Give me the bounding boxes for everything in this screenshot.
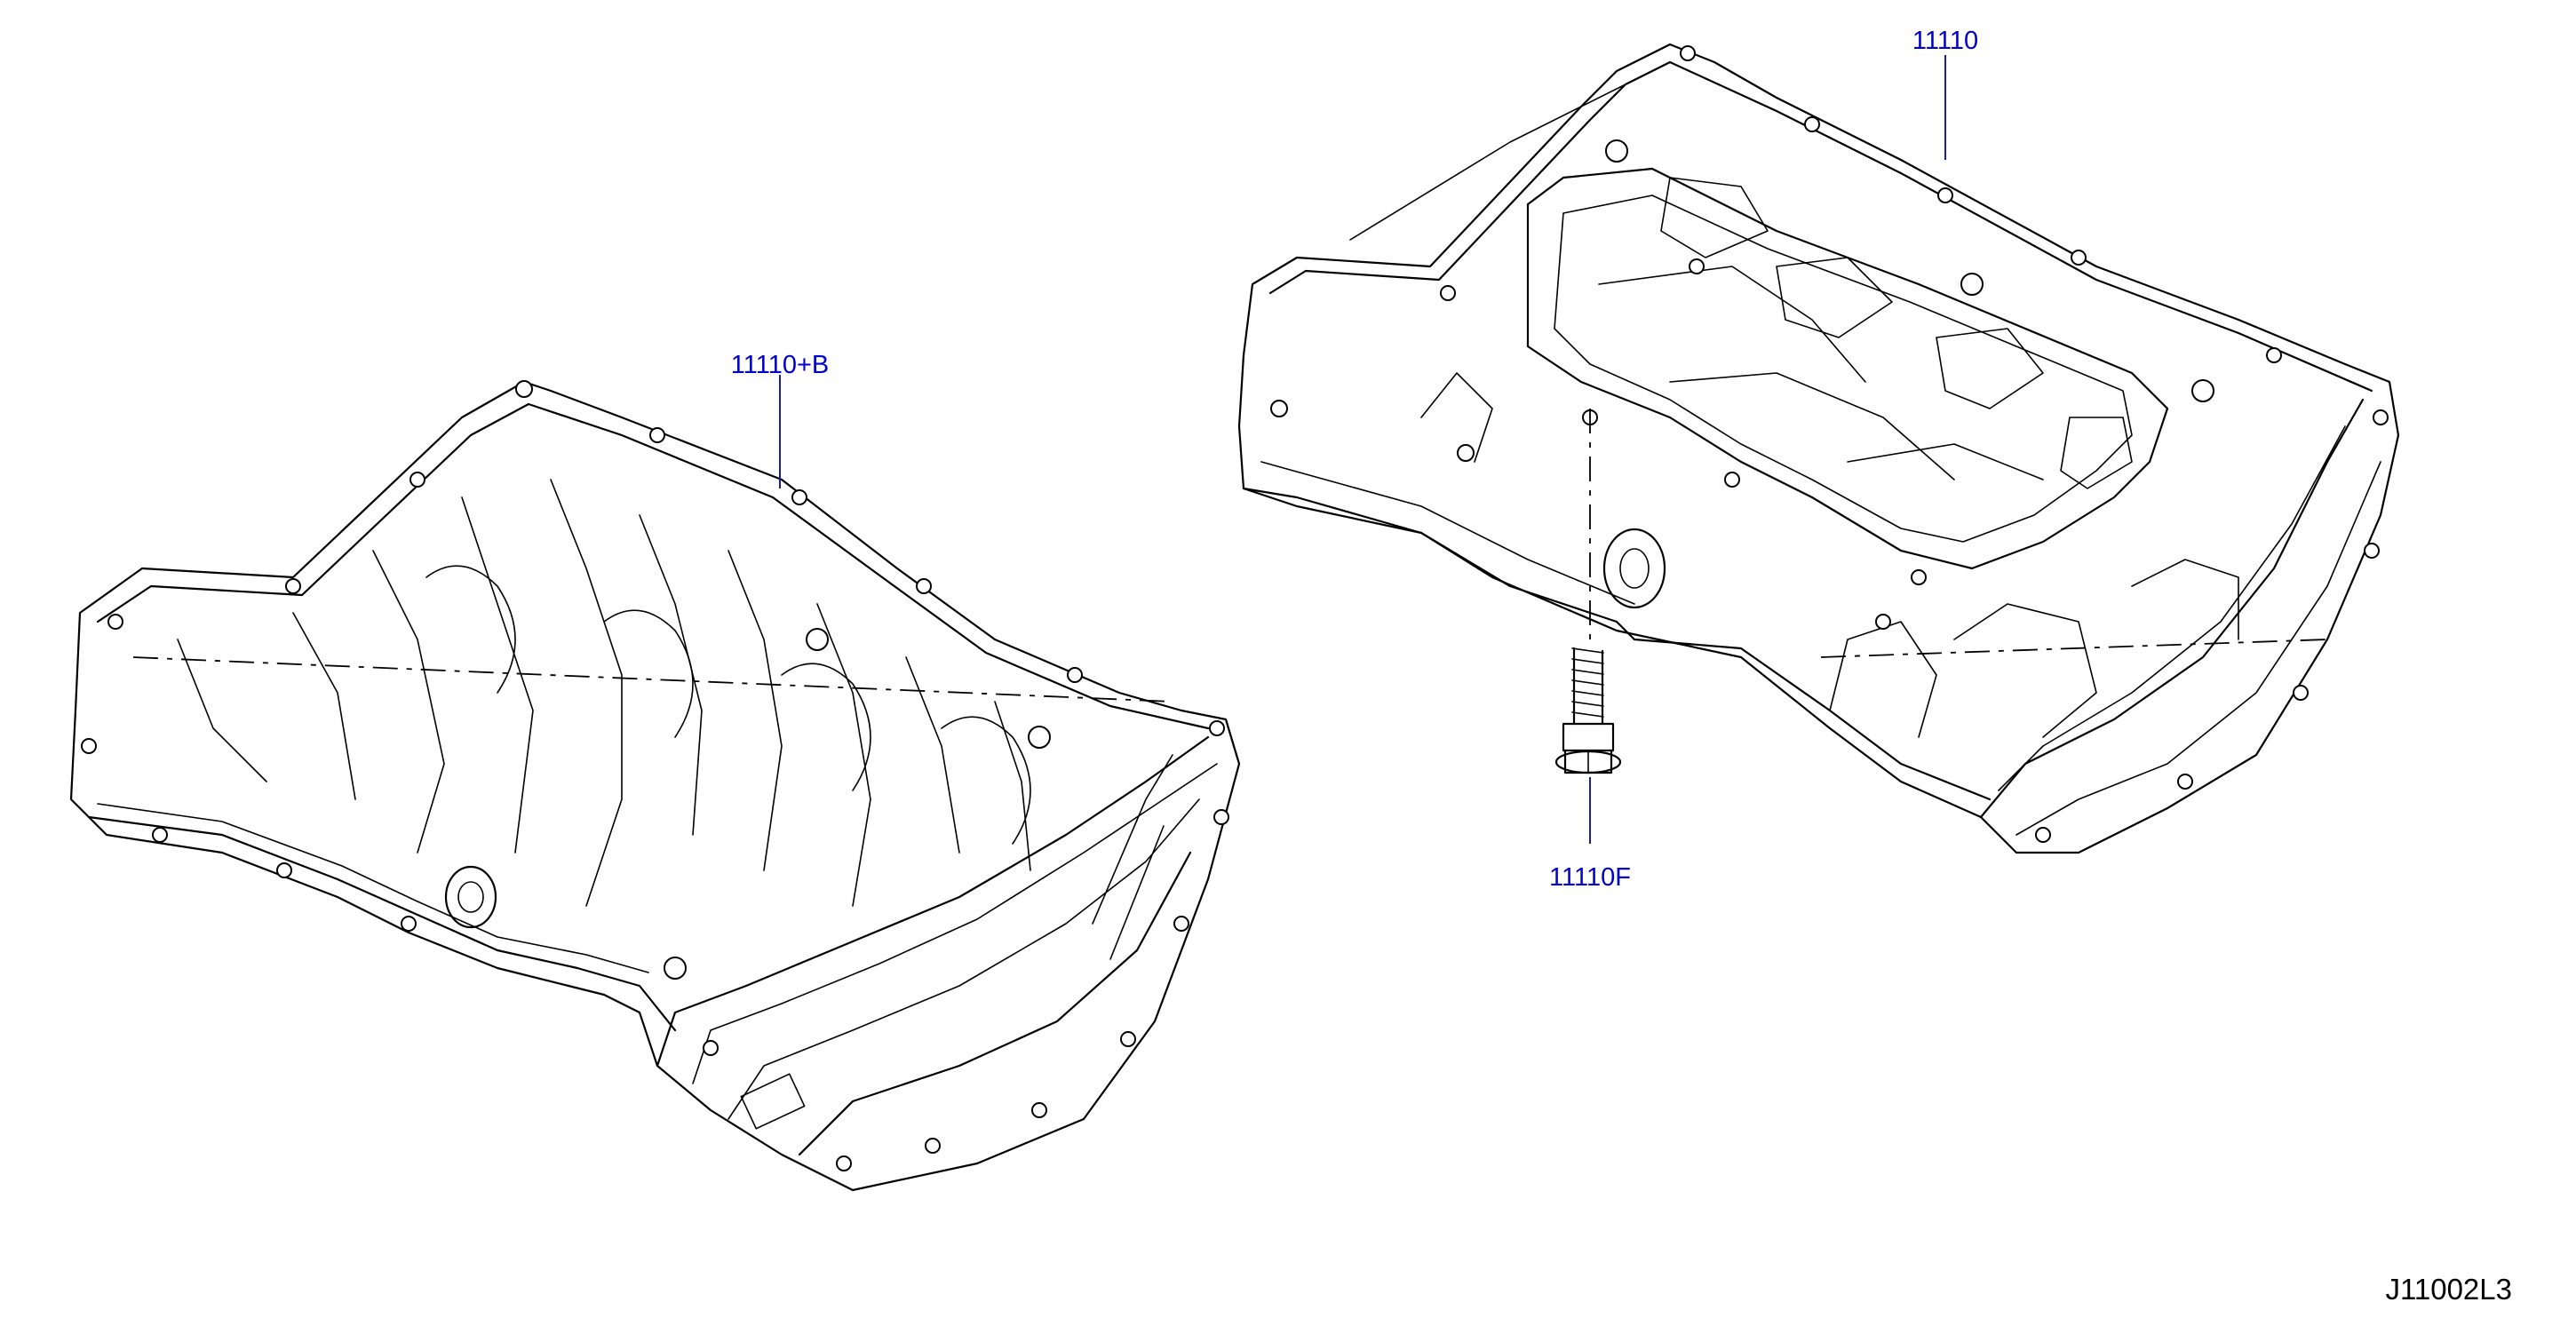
callout-upper-pan[interactable]: 11110 (1912, 27, 1978, 55)
oil-pan-upper-illustration (1237, 43, 2400, 854)
oil-pan-lower-illustration (69, 380, 1241, 1192)
diagram-id: J11002L3 (2385, 1273, 2512, 1306)
bolt-illustration (1554, 409, 1622, 774)
callout-lower-pan[interactable]: 11110+B (731, 351, 829, 379)
callout-bolt[interactable]: 11110F (1549, 863, 1631, 892)
